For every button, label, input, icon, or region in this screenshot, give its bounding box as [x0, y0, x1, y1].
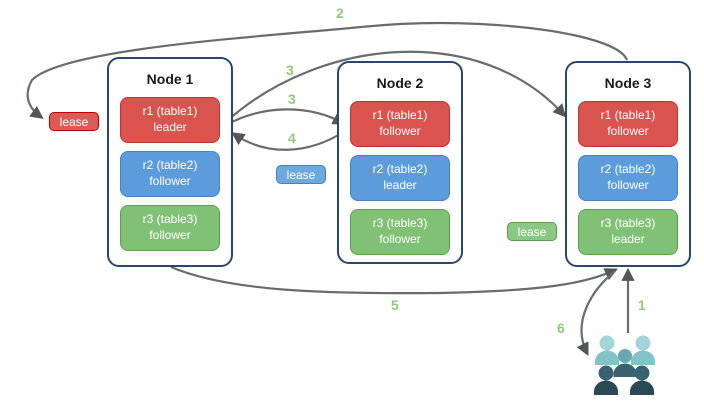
node-3-title: Node 3 [604, 75, 652, 91]
step-label-5: 5 [391, 297, 399, 313]
arrow-6-node3-to-clients [576, 270, 616, 356]
node-3-replica-r3: r3 (table3) leader [578, 209, 678, 255]
user-back-right [631, 335, 655, 365]
replica-label: r3 (table3) [142, 212, 198, 227]
replica-role: follower [149, 174, 191, 188]
replica-label: r3 (table3) [600, 216, 656, 231]
replica-role: leader [611, 232, 645, 246]
node-2-replica-r2: r2 (table2) leader [350, 155, 450, 201]
node-1-title: Node 1 [146, 71, 194, 87]
node-1-replica-r1: r1 (table1) leader [120, 97, 220, 143]
user-front-left [594, 365, 618, 395]
lease-badge-red: lease [49, 112, 99, 131]
step-label-1: 1 [638, 297, 646, 313]
replica-role: follower [149, 228, 191, 242]
node-3-replica-r2: r2 (table2) follower [578, 155, 678, 201]
lease-badge-green: lease [507, 222, 557, 241]
step-label-6: 6 [557, 320, 565, 336]
node-1-replica-r3: r3 (table3) follower [120, 205, 220, 251]
step-label-2: 2 [336, 5, 344, 21]
node-3: Node 3 r1 (table1) follower r2 (table2) … [565, 61, 691, 267]
node-3-replica-r1: r1 (table1) follower [578, 101, 678, 147]
step-label-3a: 3 [286, 62, 294, 78]
replica-label: r2 (table2) [142, 158, 198, 173]
step-label-4: 4 [288, 130, 296, 146]
node-2-replica-r1: r1 (table1) follower [350, 101, 450, 147]
node-1-replica-r2: r2 (table2) follower [120, 151, 220, 197]
replica-role: leader [153, 120, 187, 134]
replica-role: leader [383, 178, 417, 192]
replica-label: r2 (table2) [600, 162, 656, 177]
replica-label: r1 (table1) [142, 104, 198, 119]
replica-label: r1 (table1) [600, 108, 656, 123]
replica-role: follower [607, 178, 649, 192]
arrow-3-node1-to-node2 [225, 108, 346, 126]
replica-role: follower [379, 124, 421, 138]
lease-badge-blue: lease [276, 165, 326, 184]
node-2: Node 2 r1 (table1) follower r2 (table2) … [337, 61, 463, 264]
node-2-title: Node 2 [376, 75, 424, 91]
node-1: Node 1 r1 (table1) leader r2 (table2) fo… [107, 57, 233, 267]
replica-label: r1 (table1) [372, 108, 428, 123]
step-label-3b: 3 [288, 91, 296, 107]
replica-label: r3 (table3) [372, 216, 428, 231]
replica-role: follower [379, 232, 421, 246]
replica-role: follower [607, 124, 649, 138]
user-middle [613, 349, 637, 377]
users-group-icon [594, 335, 655, 395]
node-2-replica-r3: r3 (table3) follower [350, 209, 450, 255]
arrow-5-node1-to-node3 [170, 265, 618, 295]
user-back-left [595, 335, 619, 365]
replica-label: r2 (table2) [372, 162, 428, 177]
user-front-right [630, 365, 654, 395]
